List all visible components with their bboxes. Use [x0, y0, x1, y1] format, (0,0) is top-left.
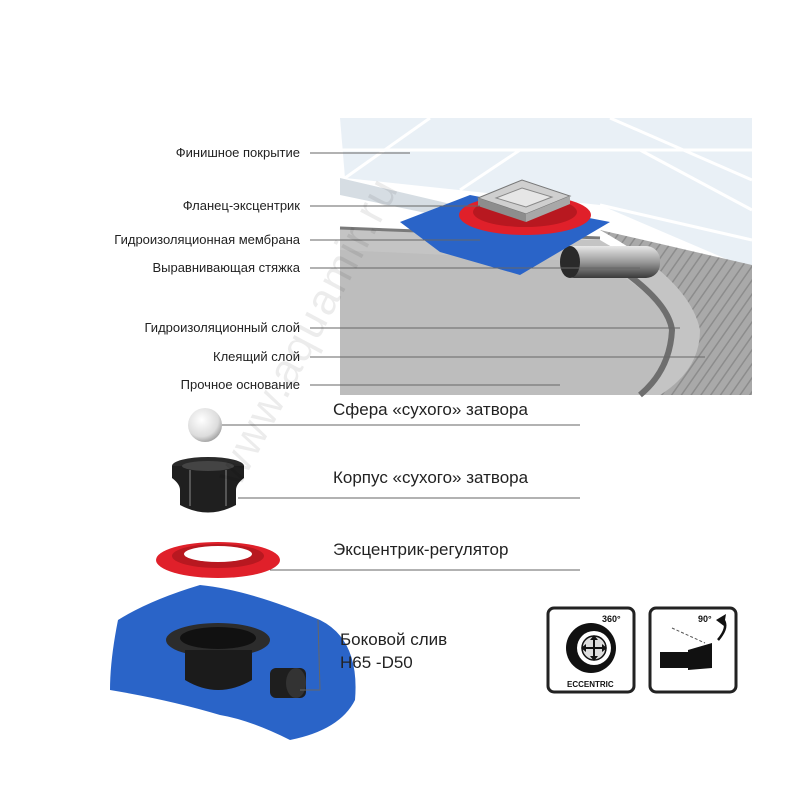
- label-side-drain-size: H65 -D50: [340, 653, 413, 672]
- label-flange-eccentric: Фланец-эксцентрик: [182, 198, 300, 213]
- label-waterproof-layer: Гидроизоляционный слой: [144, 320, 301, 335]
- dry-trap-sphere: [188, 408, 222, 442]
- side-pipe: [560, 246, 660, 278]
- label-waterproof-membrane: Гидроизоляционная мембрана: [114, 232, 300, 247]
- leader-lines: [222, 152, 705, 691]
- label-finish-coating: Финишное покрытие: [175, 145, 300, 160]
- label-leveling-screed: Выравнивающая стяжка: [152, 260, 300, 275]
- label-solid-base: Прочное основание: [180, 377, 300, 392]
- tilt-angle-label: 90°: [698, 614, 712, 624]
- label-side-drain: Боковой слив: [340, 630, 448, 649]
- eccentric-badge: [546, 606, 636, 694]
- tilt-badge: [648, 606, 738, 694]
- eccentric-ring: [156, 542, 280, 578]
- dry-trap-body: [172, 457, 244, 513]
- eccentric-text-label: ECCENTRIC: [567, 680, 614, 689]
- side-drain-assembly: [110, 585, 356, 740]
- label-dry-trap-body: Корпус «сухого» затвора: [333, 468, 529, 487]
- drain-grate: [476, 179, 572, 222]
- label-dry-trap-sphere: Сфера «сухого» затвора: [333, 400, 528, 419]
- eccentric-angle-label: 360°: [602, 614, 621, 624]
- label-adhesive-layer: Клеящий слой: [213, 349, 300, 364]
- label-eccentric-regulator: Эксцентрик-регулятор: [333, 540, 509, 559]
